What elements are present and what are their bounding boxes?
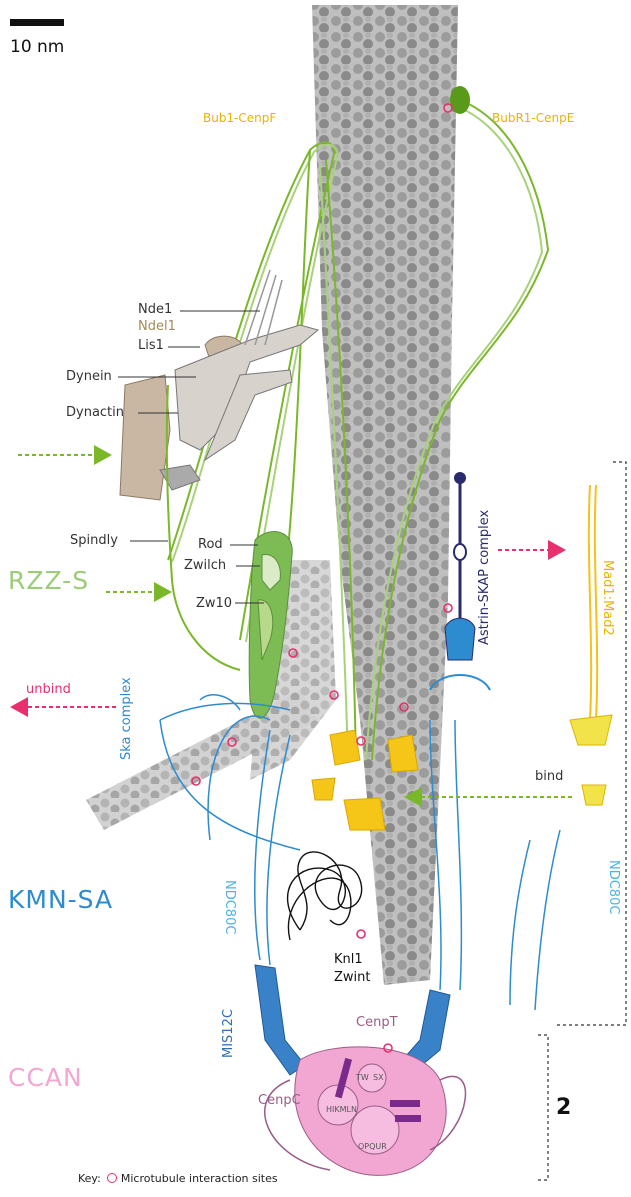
cenpc-label: CenpC (258, 1094, 301, 1107)
bind-label: bind (535, 770, 563, 783)
unbind-label: unbind (26, 683, 71, 696)
knl1-label: Knl1 (334, 953, 363, 966)
scale-bar-label: 10 nm (10, 39, 64, 56)
dynein-label: Dynein (66, 370, 112, 383)
ndc80c-right-fibers (430, 720, 560, 1010)
microtubule (250, 5, 458, 985)
ccan-hikmln-label: HIKMLN (326, 1106, 357, 1114)
legend-key-prefix: Key: (78, 1172, 101, 1185)
bubr1-cenpe-label: BubR1-CenpE (492, 112, 574, 124)
ccan-label: CCAN (8, 1065, 83, 1090)
mad1-mad2-label: Mad1:Mad2 (601, 560, 614, 636)
spindly-label: Spindly (70, 534, 118, 547)
ska-complex-label: Ska complex (120, 677, 133, 760)
zwint-label: Zwint (334, 971, 371, 984)
ccan-tw-label: TW (356, 1074, 369, 1082)
bracket-number: 2 (556, 1097, 571, 1119)
interaction-site-icon (107, 1173, 117, 1183)
ndel1-label: Ndel1 (138, 320, 176, 333)
zwilch-label: Zwilch (184, 559, 226, 572)
ndc80c-right-label: NDC80C (607, 860, 620, 914)
astrin-skap-label: Astrin-SKAP complex (478, 510, 491, 645)
ccan-opqur-label: OPQUR (358, 1143, 387, 1151)
bub1-cenpf-label: Bub1-CenpF (203, 112, 276, 124)
cenpt-label: CenpT (356, 1016, 398, 1029)
legend-key: Key: Microtubule interaction sites (78, 1172, 278, 1185)
knl1-tangle (288, 852, 362, 940)
ndc80c-left-label: NDC80C (223, 880, 236, 934)
nde1-label: Nde1 (138, 303, 172, 316)
mad1-mad2 (570, 485, 612, 805)
mis12c-label: MIS12C (222, 1009, 235, 1058)
lis1-label: Lis1 (138, 339, 164, 352)
kmn-sa-label: KMN-SA (8, 887, 113, 912)
dynactin-label: Dynactin (66, 406, 124, 419)
legend-key-text: Microtubule interaction sites (121, 1172, 278, 1185)
ccan-sx-label: SX (373, 1074, 384, 1082)
rod-label: Rod (198, 538, 223, 551)
zw10-label: Zw10 (196, 597, 232, 610)
rzz-s-label: RZZ-S (8, 568, 89, 593)
scale-bar (10, 19, 64, 26)
